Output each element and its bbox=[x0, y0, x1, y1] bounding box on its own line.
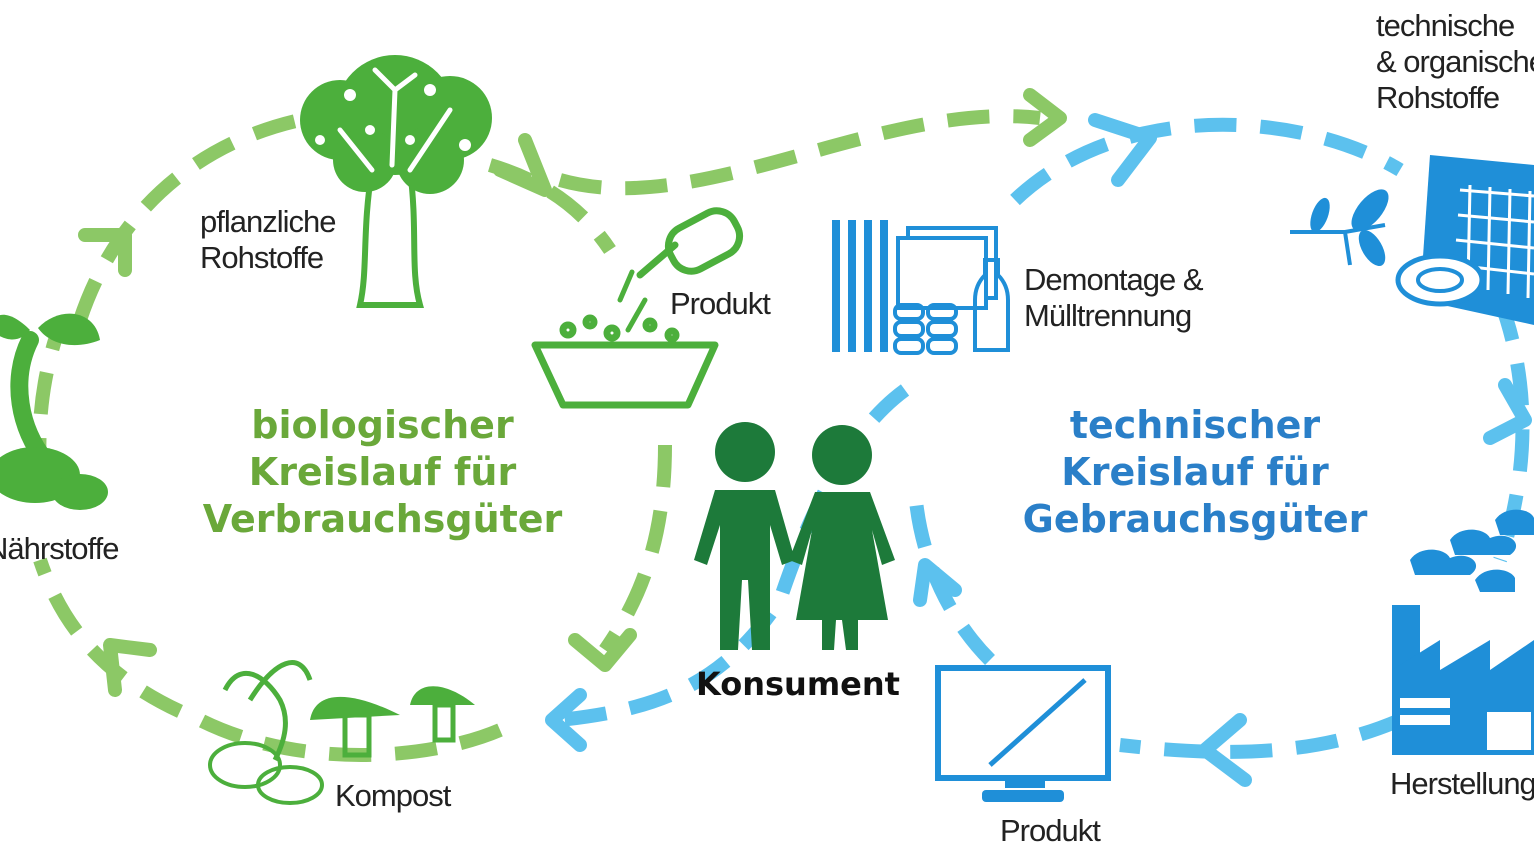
label-disassembly: Demontage & Mülltrennung bbox=[1024, 262, 1204, 333]
people-icon bbox=[694, 422, 895, 650]
technical-cycle-arrows bbox=[545, 113, 1532, 787]
label-raw-materials: technische & organische Rohstoffe bbox=[1376, 8, 1534, 115]
fabric-roll-icon bbox=[1290, 155, 1534, 325]
label-compost: Kompost bbox=[335, 778, 451, 813]
label-consumer: Konsument bbox=[696, 665, 900, 703]
biological-cycle-title: biologischer Kreislauf für Verbrauchsgüt… bbox=[202, 403, 563, 541]
tree-icon bbox=[300, 55, 492, 308]
factory-icon bbox=[1392, 509, 1534, 755]
disassembly-icon bbox=[832, 220, 1010, 355]
technical-cycle-title: technischer Kreislauf für Gebrauchsgüter bbox=[1022, 403, 1368, 541]
basin-icon bbox=[531, 314, 719, 409]
compost-icon bbox=[208, 660, 475, 805]
biological-cycle-arrows bbox=[78, 88, 1067, 697]
monitor-icon bbox=[935, 665, 1111, 802]
bottle-icon bbox=[617, 207, 744, 333]
seedling-icon bbox=[0, 313, 108, 510]
biological-cycle-path bbox=[32, 109, 1041, 762]
label-manufacturing: Herstellung bbox=[1390, 766, 1534, 801]
label-plant-raw-materials: pflanzliche Rohstoffe bbox=[200, 204, 336, 275]
label-nutrients: Nährstoffe bbox=[0, 531, 119, 566]
label-product-bio: Produkt bbox=[670, 286, 771, 321]
label-product-tech: Produkt bbox=[1000, 813, 1101, 848]
